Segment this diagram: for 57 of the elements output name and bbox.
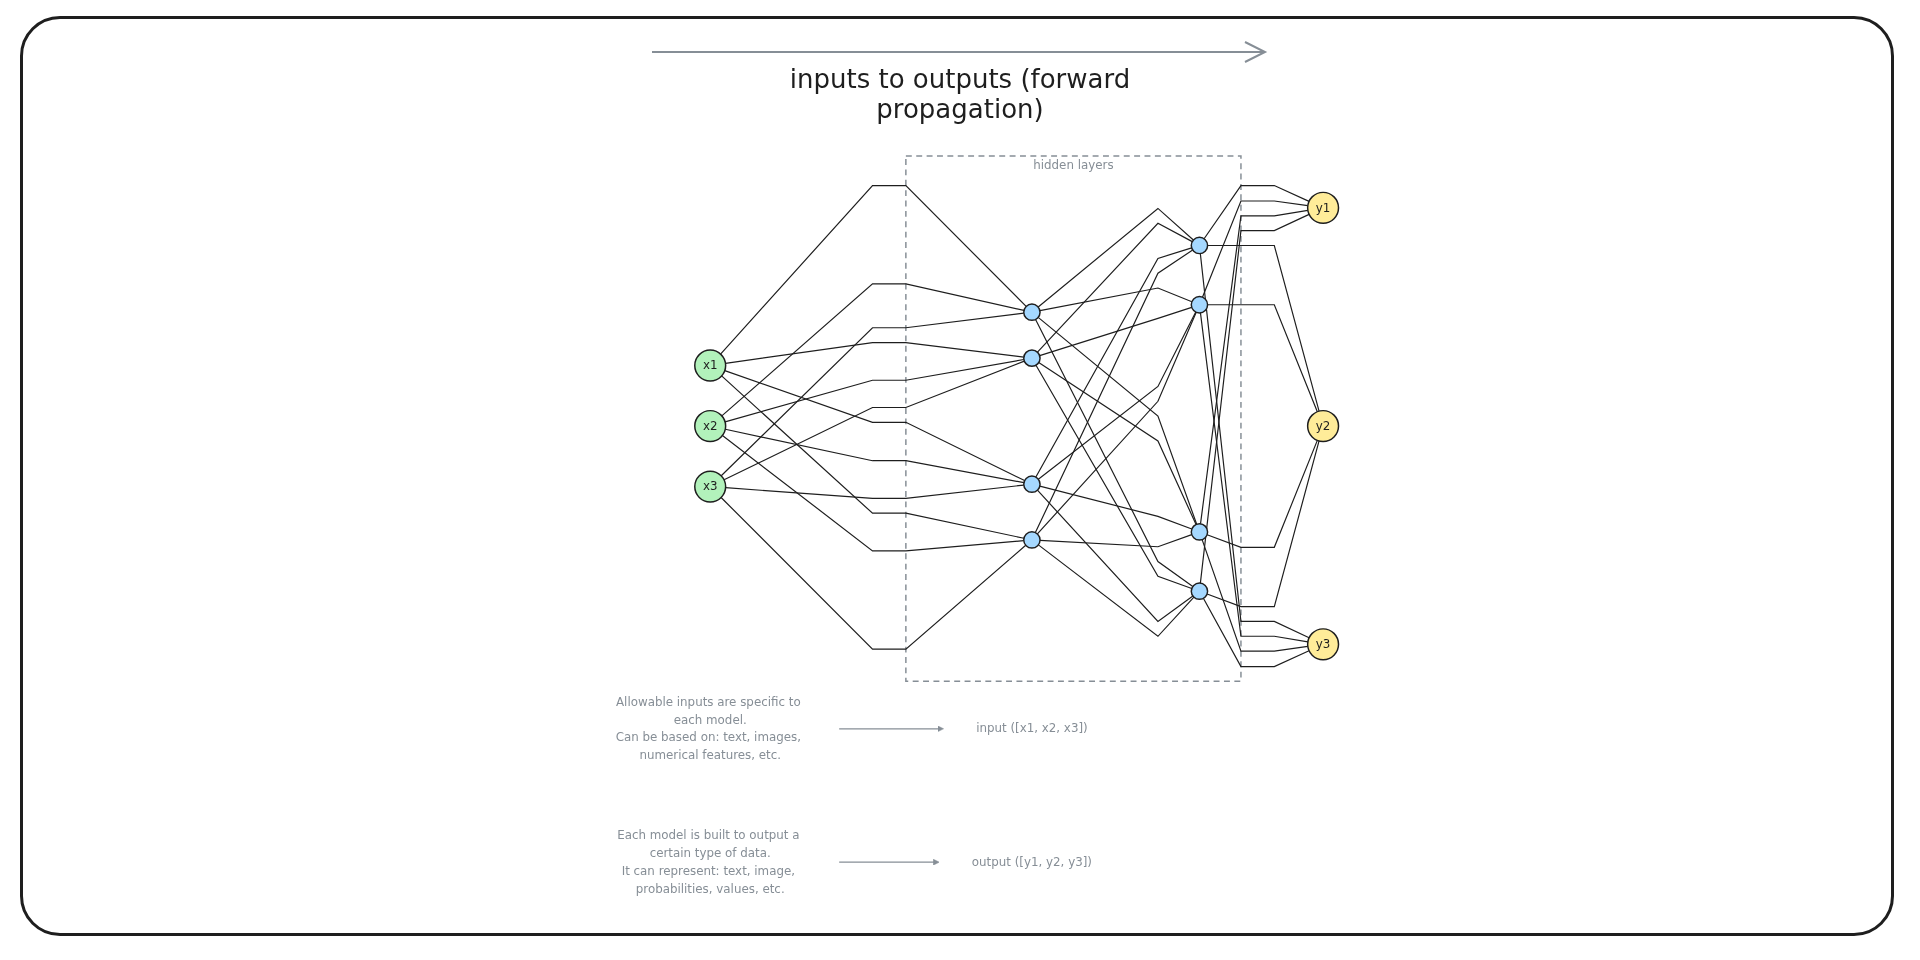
connector xyxy=(1202,200,1309,298)
connector xyxy=(721,283,1025,417)
node-circle: x1 xyxy=(694,349,727,382)
connector xyxy=(1199,312,1309,643)
node-text: Each model is built to output a certain type of data. It can represent: text, image, probabilities, values, etc. xyxy=(617,828,800,896)
node-text: input ([x1, x2, x3]) xyxy=(976,721,1088,736)
connector xyxy=(721,375,1025,539)
cluster: hidden layers xyxy=(905,155,1242,683)
connector xyxy=(721,434,1025,552)
node-circle xyxy=(1190,295,1209,314)
connector xyxy=(1035,318,1194,588)
node-circle xyxy=(1023,475,1041,494)
connector xyxy=(725,341,1025,364)
connector xyxy=(724,358,1025,423)
connector xyxy=(1203,184,1310,240)
connector xyxy=(1201,539,1309,652)
node-circle xyxy=(1190,236,1209,255)
node-circle xyxy=(1023,303,1041,322)
connector xyxy=(1206,439,1319,548)
connector xyxy=(720,312,1025,477)
connector xyxy=(1035,364,1193,590)
connector xyxy=(1039,287,1193,312)
arrow xyxy=(838,725,944,733)
connector xyxy=(1199,253,1310,639)
node-circle: y3 xyxy=(1307,628,1340,661)
node-circle: x2 xyxy=(694,409,727,443)
connector xyxy=(1199,213,1310,584)
direction-label: inputs to outputs (forward propagation) xyxy=(788,64,1132,124)
node-circle: y1 xyxy=(1307,191,1340,224)
connector xyxy=(720,496,1027,650)
connector xyxy=(1039,485,1193,530)
node-circle: x3 xyxy=(694,470,727,503)
connector xyxy=(725,484,1025,499)
connector xyxy=(1038,362,1197,526)
connector xyxy=(1200,209,1309,525)
connector xyxy=(1202,597,1310,668)
connector xyxy=(1037,311,1197,480)
connector xyxy=(1034,249,1194,534)
arrow xyxy=(838,858,940,866)
connector xyxy=(1037,222,1193,353)
connector xyxy=(1036,489,1194,623)
node-text: output ([y1, y2, y3]) xyxy=(971,854,1093,869)
connector xyxy=(1039,534,1193,548)
connector xyxy=(1037,544,1195,638)
node-circle xyxy=(1190,523,1209,541)
connector xyxy=(1037,207,1195,308)
connector xyxy=(1035,247,1193,478)
connector xyxy=(720,184,1027,355)
node-circle xyxy=(1190,582,1209,601)
connector xyxy=(1206,440,1320,608)
node-circle xyxy=(1023,349,1041,367)
connector xyxy=(1207,304,1319,413)
node-circle xyxy=(1023,531,1041,549)
connector xyxy=(1207,244,1320,412)
node-circle: y2 xyxy=(1307,409,1340,443)
node-text: Allowable inputs are specific to each model. Can be based on: text, images, numerical features, etc. xyxy=(615,694,802,763)
connector xyxy=(724,428,1025,484)
